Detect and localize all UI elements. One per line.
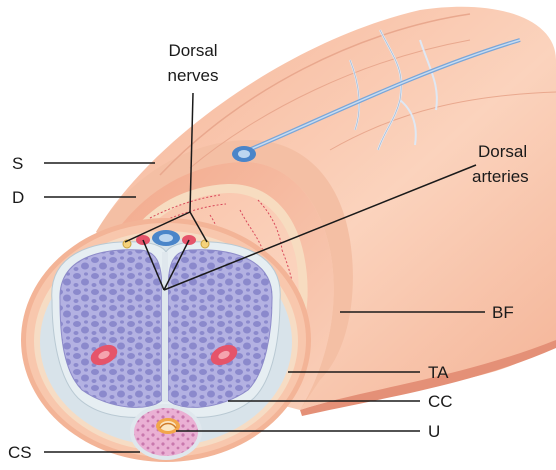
label-cc: CC — [428, 392, 453, 411]
label-cs: CS — [8, 443, 32, 462]
label-dorsal-nerves-line1: Dorsal — [168, 41, 217, 60]
label-s: S — [12, 154, 23, 173]
label-d: D — [12, 188, 24, 207]
label-bf: BF — [492, 303, 514, 322]
label-dorsal-nerves-line2: nerves — [167, 66, 218, 85]
cross-section-face — [21, 218, 311, 462]
label-ta: TA — [428, 363, 449, 382]
label-dorsal-arteries-line2: arteries — [472, 167, 529, 186]
label-u: U — [428, 422, 440, 441]
label-dorsal-arteries-line1: Dorsal — [478, 142, 527, 161]
